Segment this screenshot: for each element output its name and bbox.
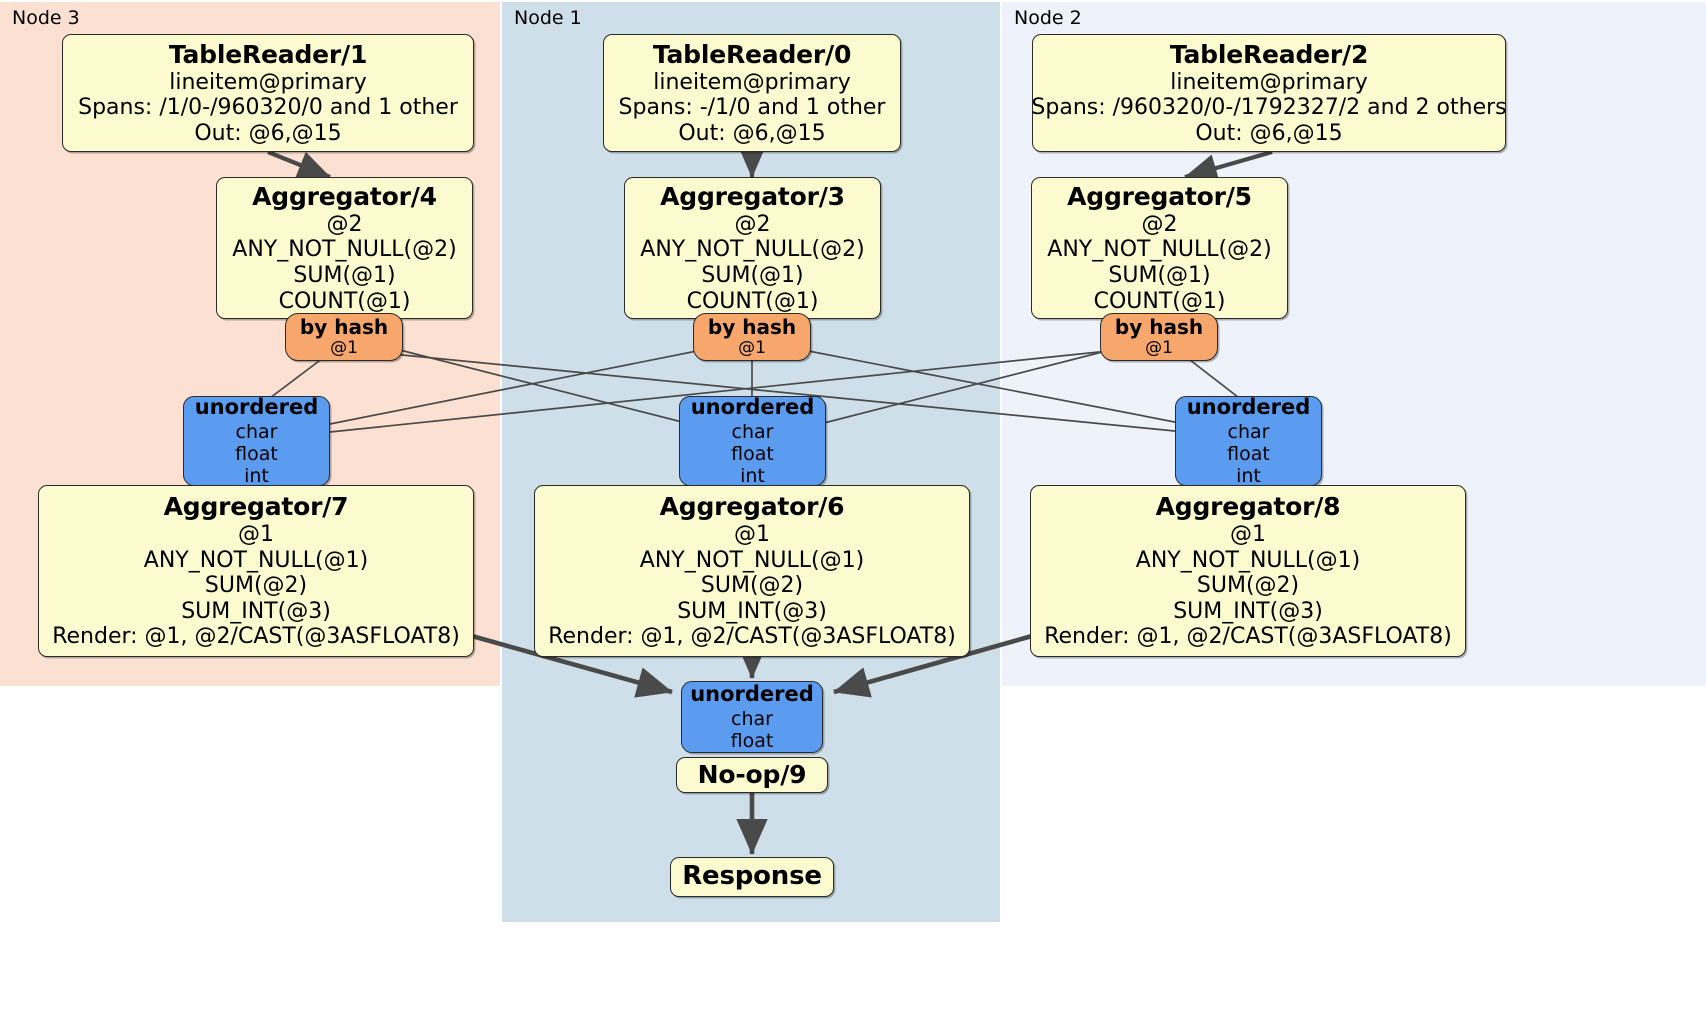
processor-title: Aggregator/8 <box>1155 492 1341 522</box>
receiver-unordered-right[interactable]: unordered char float int <box>1175 395 1322 487</box>
processor-title: Aggregator/4 <box>252 181 437 211</box>
processor-title: No-op/9 <box>697 760 807 789</box>
router-by-hash-middle[interactable]: by hash @1 <box>693 313 811 361</box>
processor-line: @2 <box>734 211 771 237</box>
processor-line: @2 <box>1141 211 1178 237</box>
processor-line: ANY_NOT_NULL(@2) <box>640 237 865 263</box>
router-by-hash-right[interactable]: by hash @1 <box>1100 313 1218 361</box>
processor-line: COUNT(@1) <box>686 288 819 314</box>
processor-line: SUM(@2) <box>700 573 804 599</box>
router-by-hash-left[interactable]: by hash @1 <box>285 313 403 361</box>
processor-aggregator-4[interactable]: Aggregator/4 @2 ANY_NOT_NULL(@2) SUM(@1)… <box>216 177 473 319</box>
processor-aggregator-5[interactable]: Aggregator/5 @2 ANY_NOT_NULL(@2) SUM(@1)… <box>1031 177 1288 319</box>
receiver-title: unordered <box>690 395 815 420</box>
router-line: @1 <box>1145 337 1173 358</box>
processor-line: SUM_INT(@3) <box>1173 598 1323 624</box>
processor-tablereader-2[interactable]: TableReader/2 lineitem@primary Spans: /9… <box>1031 34 1507 152</box>
receiver-line: float <box>731 442 774 465</box>
processor-title: TableReader/0 <box>652 39 852 69</box>
processor-line: lineitem@primary <box>169 69 367 95</box>
processor-line: @1 <box>734 522 770 548</box>
receiver-line: float <box>1227 442 1270 465</box>
processor-response[interactable]: Response <box>670 857 834 897</box>
processor-line: @1 <box>238 522 274 548</box>
processor-line: SUM_INT(@3) <box>181 598 331 624</box>
processor-line: Spans: /960320/0-/1792327/2 and 2 others <box>1031 95 1507 121</box>
processor-aggregator-7[interactable]: Aggregator/7 @1 ANY_NOT_NULL(@1) SUM(@2)… <box>38 485 474 657</box>
processor-line: Out: @6,@15 <box>1195 120 1343 146</box>
processor-line: ANY_NOT_NULL(@1) <box>1135 547 1361 573</box>
processor-line: SUM_INT(@3) <box>677 598 827 624</box>
processor-title: Aggregator/6 <box>659 492 845 522</box>
node-label-node1: Node 1 <box>514 7 582 29</box>
processor-line: SUM(@1) <box>293 263 396 288</box>
processor-line: ANY_NOT_NULL(@1) <box>639 547 865 573</box>
router-line: @1 <box>738 337 766 358</box>
receiver-title: unordered <box>1186 395 1311 420</box>
processor-line: ANY_NOT_NULL(@1) <box>143 547 369 573</box>
receiver-unordered-final[interactable]: unordered char float <box>681 681 823 753</box>
processor-line: Spans: -/1/0 and 1 other <box>618 95 886 121</box>
processor-line: Spans: /1/0-/960320/0 and 1 other <box>78 95 458 121</box>
node-label-node3: Node 3 <box>12 7 80 29</box>
processor-line: ANY_NOT_NULL(@2) <box>232 237 457 263</box>
receiver-line: int <box>740 464 765 487</box>
processor-title: TableReader/2 <box>1169 39 1369 69</box>
receiver-line: float <box>730 729 774 752</box>
processor-line: SUM(@1) <box>1108 263 1211 288</box>
processor-line: ANY_NOT_NULL(@2) <box>1047 237 1272 263</box>
receiver-line: char <box>235 420 278 443</box>
router-line: @1 <box>330 337 358 358</box>
processor-line: Render: @1, @2/CAST(@3ASFLOAT8) <box>1044 624 1452 650</box>
processor-line: Render: @1, @2/CAST(@3ASFLOAT8) <box>52 624 460 650</box>
processor-line: lineitem@primary <box>653 69 851 95</box>
processor-title: TableReader/1 <box>168 39 368 69</box>
receiver-line: char <box>1227 420 1270 443</box>
receiver-unordered-middle[interactable]: unordered char float int <box>679 395 826 487</box>
processor-tablereader-1[interactable]: TableReader/1 lineitem@primary Spans: /1… <box>62 34 474 152</box>
node-label-node2: Node 2 <box>1014 7 1082 29</box>
processor-aggregator-8[interactable]: Aggregator/8 @1 ANY_NOT_NULL(@1) SUM(@2)… <box>1030 485 1466 657</box>
processor-title: Aggregator/5 <box>1067 181 1252 211</box>
receiver-line: float <box>235 442 278 465</box>
processor-aggregator-6[interactable]: Aggregator/6 @1 ANY_NOT_NULL(@1) SUM(@2)… <box>534 485 970 657</box>
router-title: by hash <box>707 314 797 339</box>
processor-title: Response <box>682 861 822 892</box>
processor-line: @2 <box>326 211 363 237</box>
router-title: by hash <box>1114 314 1204 339</box>
receiver-line: char <box>731 420 774 443</box>
processor-line: @1 <box>1230 522 1266 548</box>
processor-line: SUM(@2) <box>204 573 308 599</box>
processor-line: Out: @6,@15 <box>678 120 826 146</box>
processor-title: Aggregator/7 <box>163 492 349 522</box>
processor-aggregator-3[interactable]: Aggregator/3 @2 ANY_NOT_NULL(@2) SUM(@1)… <box>624 177 881 319</box>
receiver-line: char <box>731 707 773 730</box>
receiver-unordered-left[interactable]: unordered char float int <box>183 395 330 487</box>
processor-line: Out: @6,@15 <box>194 120 342 146</box>
receiver-title: unordered <box>194 395 319 420</box>
router-title: by hash <box>299 314 389 339</box>
processor-line: Render: @1, @2/CAST(@3ASFLOAT8) <box>548 624 956 650</box>
processor-noop-9[interactable]: No-op/9 <box>676 757 828 793</box>
processor-title: Aggregator/3 <box>660 181 845 211</box>
processor-line: COUNT(@1) <box>278 288 411 314</box>
receiver-line: int <box>1236 464 1261 487</box>
processor-line: COUNT(@1) <box>1093 288 1226 314</box>
processor-line: SUM(@1) <box>701 263 804 288</box>
processor-line: SUM(@2) <box>1196 573 1300 599</box>
receiver-line: int <box>244 464 269 487</box>
receiver-title: unordered <box>690 682 814 707</box>
processor-tablereader-0[interactable]: TableReader/0 lineitem@primary Spans: -/… <box>603 34 901 152</box>
processor-line: lineitem@primary <box>1170 69 1368 95</box>
